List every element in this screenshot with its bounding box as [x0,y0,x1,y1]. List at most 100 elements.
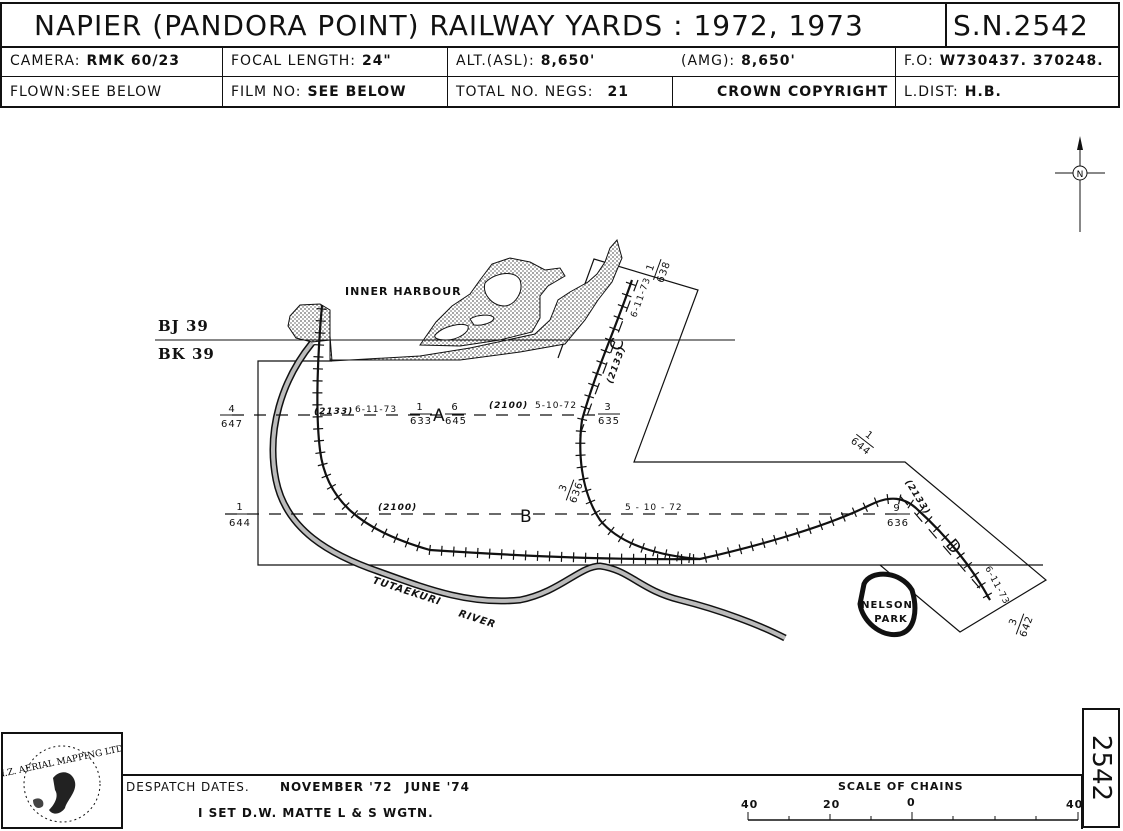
railway-tie [360,516,368,526]
side-number: 2542 [1086,734,1116,802]
c-bot-num: 3 [557,482,570,493]
railway-tie [621,292,632,298]
b-left-den: 644 [229,518,251,529]
run-c-film: (2133) [605,345,628,385]
railway-tie [738,544,743,555]
railway-tie [371,523,378,533]
header-row-2: CAMERA:RMK 60/23 FOCAL LENGTH:24" ALT.(A… [2,46,1118,77]
header-table: NAPIER (PANDORA POINT) RAILWAY YARDS : 1… [0,2,1120,108]
railway-tie [703,552,708,563]
railway-tie [932,524,942,533]
railway-main [316,304,991,601]
railway-tie [577,417,588,422]
north-arrow: N [1055,136,1105,232]
railway-tie [341,502,350,510]
railway-tie [315,319,326,322]
copyright-value: CROWN COPYRIGHT [717,84,889,100]
railway-tie [350,509,359,519]
railway-tie [862,502,869,513]
scale-40-right: 40 [1066,798,1084,811]
railway-tie [604,337,615,343]
inner-harbour-water [287,238,623,362]
scale-40-left: 40 [741,798,759,811]
railway-tie [982,592,993,599]
negs-value: 21 [607,84,629,100]
railway-tie [382,528,388,539]
park-label-1: NELSON [861,600,913,611]
railway-tie [476,547,479,558]
railway-tie [617,533,624,543]
run-d-letter: D [941,535,965,559]
amg-value: 8,650' [741,53,796,69]
grid-bj-label: BJ 39 [158,317,209,335]
railway-tie [404,537,410,548]
railway-tie [590,509,601,516]
railway-tie [916,507,924,516]
railway-tie [640,542,645,553]
b-right-den: 636 [887,518,909,529]
focal-value: 24" [361,53,392,69]
railway-tie [315,451,326,455]
run-c-letter: C [606,335,629,354]
railway-tie [588,382,598,388]
railway-tie [488,548,491,559]
railway-tie [313,439,325,442]
d-end-den: 642 [1018,614,1036,639]
amg-cell: (AMG):8,650' [673,46,896,76]
despatch-date-2: JUNE '74 [405,780,470,794]
scale-0: 0 [907,796,916,809]
railway-tie [326,483,337,490]
railway-tie [840,511,846,522]
railway-tie [609,326,619,332]
railway-tie [585,499,596,505]
railway-tie [416,541,421,552]
run-b-outline [257,360,1043,566]
flown-cell: FLOWN:SEE BELOW [2,76,223,108]
railway-tie [652,546,656,557]
alt-cell: ALT.(ASL):8,650' [448,46,673,76]
railway-tie [314,344,325,346]
camera-label: CAMERA: [10,53,81,69]
run-a-film2: (2100) [489,401,528,411]
railway-tie [575,430,586,433]
ldist-cell: L.DIST:H.B. [896,76,1118,108]
railway-tie [796,527,801,538]
despatch-label: DESPATCH DATES. [126,780,250,794]
run-d-film: (2133) [902,478,931,517]
run-a-film: (2133) [314,407,353,417]
railway-tie [440,545,443,556]
run-c-date: 6-11-73 [629,276,653,319]
railway-tie [576,465,587,469]
railway-tie [600,348,611,354]
run-d-line [899,495,991,601]
railway-tie [428,544,431,555]
a-start-den: 633 [410,416,432,427]
run-a-date2: 5-10-72 [535,401,577,411]
camera-value: RMK 60/23 [86,53,181,69]
negs-cell: TOTAL NO. NEGS:21 [448,76,673,108]
railway-tie [676,551,679,562]
railway-tie [941,533,950,542]
railway-tie [750,541,754,552]
railway-tie [393,533,399,544]
run-c-line [577,279,639,441]
ldist-label: L.DIST: [904,84,959,100]
side-number-box: 2542 [1082,708,1120,828]
a-start-num: 1 [416,402,423,413]
b-left-num: 1 [236,502,243,513]
tutaekuri-river [271,341,786,640]
header-row-3: FLOWN:SEE BELOW FILM NO:SEE BELOW TOTAL … [2,76,1118,108]
railway-tie [628,538,635,549]
a-far-den: 635 [598,416,620,427]
c-top-den: 638 [655,260,673,285]
scale-label: SCALE OF CHAINS [838,780,964,793]
run-b-date: 5 - 10 - 72 [625,503,683,513]
railway-branch [579,279,701,561]
a-end-num: 6 [451,402,458,413]
railway-tie [578,477,589,481]
film-value: SEE BELOW [307,84,407,100]
railway-ties [312,281,993,599]
inner-harbour-label: INNER HARBOUR [345,285,462,298]
railway-tie [784,531,789,542]
alt-label: ALT.(ASL): [456,53,535,69]
